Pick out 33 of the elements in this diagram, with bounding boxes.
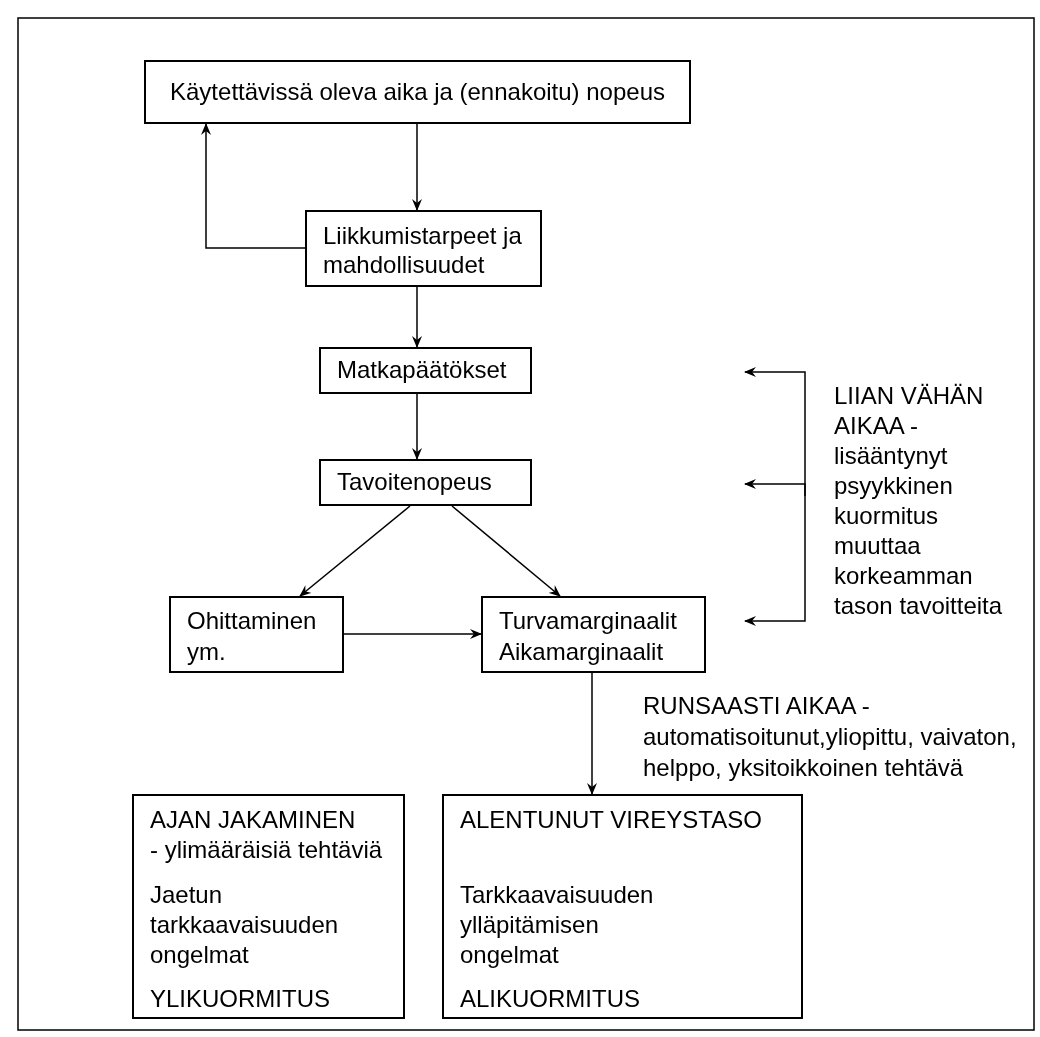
box-text: Turvamarginaalit Aikamarginaalit xyxy=(499,606,678,667)
box-text: ALIKUORMITUS xyxy=(460,984,642,1014)
info-box xyxy=(442,794,803,1019)
edge-label: RUNSAASTI AIKAA - automatisoitunut,yliopittu, vaivaton, helppo, yksitoikkoinen tehtävä xyxy=(643,691,1018,783)
arrow xyxy=(343,629,482,639)
box-text: Käytettävissä oleva aika ja (ennakoitu) nopeus xyxy=(169,77,666,107)
box-text: Jaetun tarkkaavaisuuden ongelmat xyxy=(150,880,340,970)
box-text: Tavoitenopeus xyxy=(337,467,493,497)
note-text: LIIAN VÄHÄN AIKAA - lisääntynyt psyykkinen kuormitus muuttaa korkeamman tason tavoitteita xyxy=(805,381,1014,623)
box-text: ALENTUNUT VIREYSTASO xyxy=(460,805,763,835)
arrow xyxy=(744,495,806,626)
process-box xyxy=(319,459,532,506)
arrow xyxy=(451,505,561,597)
arrow xyxy=(587,672,597,795)
box-text: Matkapäätökset xyxy=(337,355,508,385)
box-text: Ohittaminen ym. xyxy=(187,606,318,667)
process-box xyxy=(169,596,344,673)
arrow xyxy=(744,479,806,497)
process-box xyxy=(305,210,542,287)
process-box xyxy=(144,60,691,124)
info-box xyxy=(132,794,405,1019)
process-box xyxy=(319,347,532,394)
arrow xyxy=(299,505,411,597)
arrow xyxy=(412,286,422,348)
arrow xyxy=(412,393,422,460)
process-box xyxy=(481,596,706,673)
arrow xyxy=(412,123,422,211)
box-text: AJAN JAKAMINEN xyxy=(150,805,357,835)
box-text: Tarkkaavaisuuden ylläpitämisen ongelmat xyxy=(460,880,655,970)
box-text: Liikkumistarpeet ja mahdollisuudet xyxy=(323,221,523,279)
arrow xyxy=(201,123,306,249)
box-text: YLIKUORMITUS xyxy=(150,984,332,1014)
box-text: - ylimääräisiä tehtäviä xyxy=(150,835,384,865)
